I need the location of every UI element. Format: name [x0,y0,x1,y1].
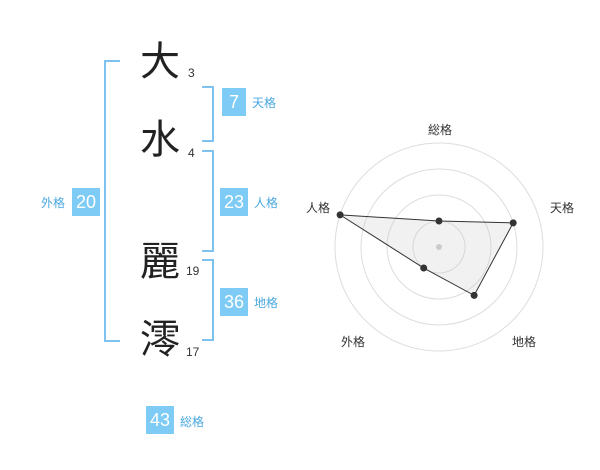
name-char-2: 水 [140,117,180,163]
radar-axis-label-soukaku: 総格 [428,123,453,137]
stroke-count-4: 17 [186,345,200,359]
radar-ring-3 [360,168,518,326]
gaikaku-bracket [104,60,120,342]
stroke-count-3: 19 [186,264,200,278]
stroke-count-1: 3 [188,66,195,80]
tenkaku-label: 天格 [252,96,277,110]
radar-ring-2 [386,194,492,300]
radar-axis-label-gaikaku: 外格 [341,335,366,349]
name-char-4: 澪 [140,317,180,363]
gaikaku-label: 外格 [41,196,66,210]
chikaku-label: 地格 [254,296,279,310]
radar-axis-label-chikaku: 地格 [512,335,537,349]
name-char-3: 麗 [140,239,180,285]
radar-axis-label-jinkaku: 人格 [306,201,331,215]
radar-point-4 [336,211,344,219]
radar-series-area [339,214,515,297]
radar-ring-1 [412,220,466,274]
radar-point-2 [470,291,478,299]
tenkaku-value: 7 [222,88,246,116]
jinkaku-bracket [202,150,214,252]
radar-point-3 [420,264,428,272]
radar-point-1 [509,219,517,227]
radar-point-0 [435,217,443,225]
chikaku-bracket [202,259,214,341]
stroke-count-2: 4 [188,146,195,160]
name-char-1: 大 [140,39,180,85]
tenkaku-bracket [202,86,214,142]
radar-center [436,244,442,250]
radar-axis-label-tenkaku: 天格 [550,201,575,215]
gaikaku-value: 20 [72,188,100,216]
soukaku-label: 総格 [180,415,205,429]
radar-ring-4 [334,142,544,352]
chikaku-value: 36 [220,288,248,316]
jinkaku-value: 23 [220,188,248,216]
soukaku-value: 43 [146,406,174,434]
jinkaku-label: 人格 [254,196,279,210]
